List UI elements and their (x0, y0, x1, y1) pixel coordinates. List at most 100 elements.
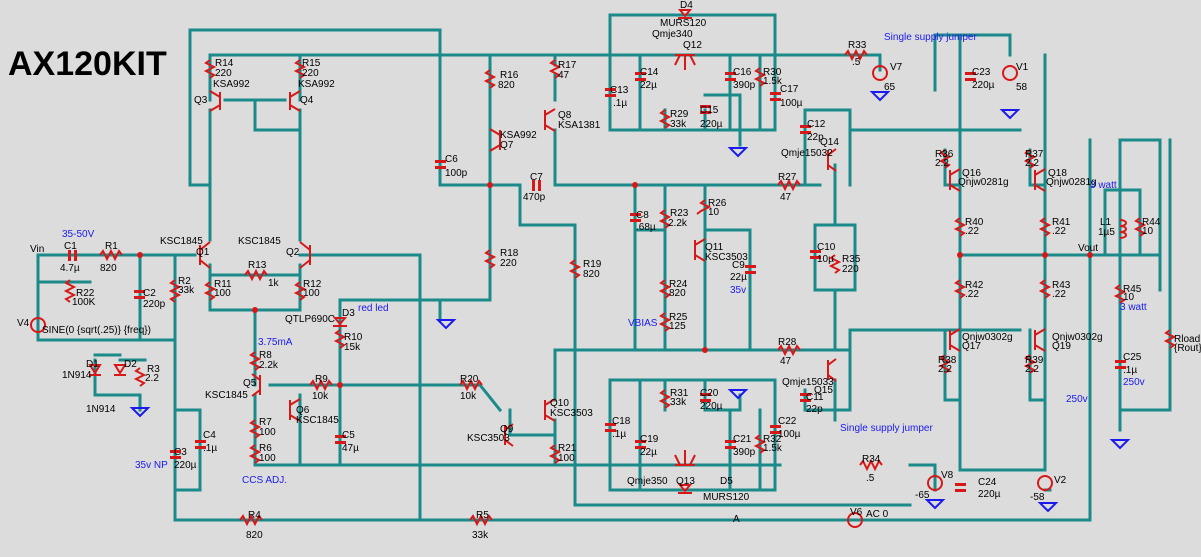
c18-label: C18 (612, 416, 631, 427)
c22-val-label: 100µ (778, 429, 801, 440)
q14-label: Q14 (820, 137, 839, 148)
r38-label: R38 (938, 355, 957, 366)
v8-label: V8 (941, 470, 954, 481)
c15-label: C15 (700, 105, 719, 116)
c9-label: C9 (732, 260, 745, 271)
watt2-label: 3 watt (1120, 302, 1147, 313)
r40-val-label: .22 (965, 226, 979, 237)
diodes (88, 9, 693, 494)
r22-val-label: 100K (72, 297, 96, 308)
q9-label: Q9 (500, 424, 514, 435)
c16-val-label: 390p (733, 80, 756, 91)
c17-label: C17 (780, 84, 799, 95)
c12-val-label: 22p (807, 132, 824, 143)
r17-val-label: 47 (558, 70, 570, 81)
c16-label: C16 (733, 67, 752, 78)
l1-label: L1 (1100, 217, 1112, 228)
vout-label: Vout (1078, 243, 1098, 254)
r24-val-label: 820 (669, 288, 686, 299)
r29-label: R29 (670, 109, 689, 120)
r4-val-label: 820 (246, 530, 263, 541)
c9-note-label: 35v (730, 285, 746, 296)
q11-part-label: KSC3503 (705, 252, 748, 263)
node-a-label: A (733, 514, 740, 525)
c21-label: C21 (733, 434, 752, 445)
c10-val-label: 10µ (817, 254, 834, 265)
r34-val-label: .5 (866, 473, 875, 484)
r37-label: R37 (1025, 149, 1044, 160)
c10-label: C10 (817, 242, 836, 253)
c5-label: C5 (342, 430, 355, 441)
v7-val-label: 65 (884, 82, 896, 93)
v250-label: 250v (1066, 394, 1088, 405)
v8-val-label: -65 (915, 490, 930, 501)
c7-label: C7 (530, 172, 543, 183)
c3-val-label: 220µ (174, 460, 197, 471)
r16-label: R16 (500, 70, 519, 81)
c13-val-label: .1µ (613, 98, 627, 109)
q8-part-label: KSA1381 (558, 120, 601, 131)
q16-label: Q16 (962, 168, 981, 179)
c24-val-label: 220µ (978, 489, 1001, 500)
c23-val-label: 220µ (972, 80, 995, 91)
c2-val-label: 220p (143, 299, 166, 310)
v6-label: V6 (850, 507, 863, 518)
q1-part-label: KSC1845 (160, 236, 203, 247)
c8-label: C8 (636, 210, 649, 221)
r39-label: R39 (1025, 355, 1044, 366)
c8-val-label: .68µ (636, 222, 656, 233)
r15-label: R15 (302, 58, 321, 69)
c11-label: C11 (806, 392, 824, 403)
r19-val-label: 820 (583, 269, 600, 280)
c24-label: C24 (978, 477, 997, 488)
r9-label: R9 (315, 374, 328, 385)
q7-part-label: KSA992 (500, 130, 537, 141)
r40-label: R40 (965, 217, 984, 228)
q1-label: Q1 (196, 247, 210, 258)
r31-label: R31 (670, 388, 689, 399)
r18-val-label: 220 (500, 258, 517, 269)
c11-val-label: 22p (806, 404, 823, 415)
q10-part-label: KSC3503 (550, 408, 593, 419)
c21-val-label: 390p (733, 447, 756, 458)
watt1-label: 3 watt (1090, 180, 1117, 191)
r14-label: R14 (215, 58, 234, 69)
r3-val-label: 2.2 (145, 373, 159, 384)
r15-val-label: 220 (302, 68, 319, 79)
d2-label: D2 (124, 359, 137, 370)
r4-label: R4 (248, 510, 261, 521)
r5-label: R5 (476, 510, 489, 521)
r26-label: R26 (708, 198, 727, 209)
schematic-title: AX120KIT (8, 45, 167, 83)
r16-val-label: 820 (498, 80, 515, 91)
v6-val-label: AC 0 (866, 509, 889, 520)
ground-symbols (129, 91, 1131, 513)
c14-val-label: 22µ (640, 80, 657, 91)
r23-val-label: 2.2k (668, 218, 688, 229)
c9-val-label: 22µ (730, 272, 747, 283)
q8-label: Q8 (558, 110, 572, 121)
q4-label: Q4 (300, 95, 314, 106)
ccs-label: 3.75mA (258, 337, 293, 348)
r21-val-label: 100 (558, 453, 575, 464)
r38-val-label: 2.2 (938, 364, 952, 375)
junction-dots (137, 182, 1093, 388)
q19-part-label: Qnjw0302g (1052, 332, 1103, 343)
c19-label: C19 (640, 434, 659, 445)
q19-label: Q19 (1052, 341, 1071, 352)
q13-part-label: Qmje350 (627, 476, 668, 487)
c4-label: C4 (203, 430, 216, 441)
r8-label: R8 (259, 350, 272, 361)
c25-val-label: .1µ (1123, 365, 1137, 376)
c7-val-label: 470p (523, 192, 546, 203)
r33-label: R33 (848, 40, 867, 51)
d2-part-label: 1N914 (86, 404, 116, 415)
q6-label: Q6 (296, 405, 310, 416)
c18-val-label: .1µ (612, 429, 626, 440)
d5-label: D5 (720, 476, 733, 487)
v7-label: V7 (890, 62, 903, 73)
c3-note-label: 35v NP (135, 460, 168, 471)
r3-label: R3 (147, 364, 160, 375)
c1-val-label: 4.7µ (60, 263, 80, 274)
